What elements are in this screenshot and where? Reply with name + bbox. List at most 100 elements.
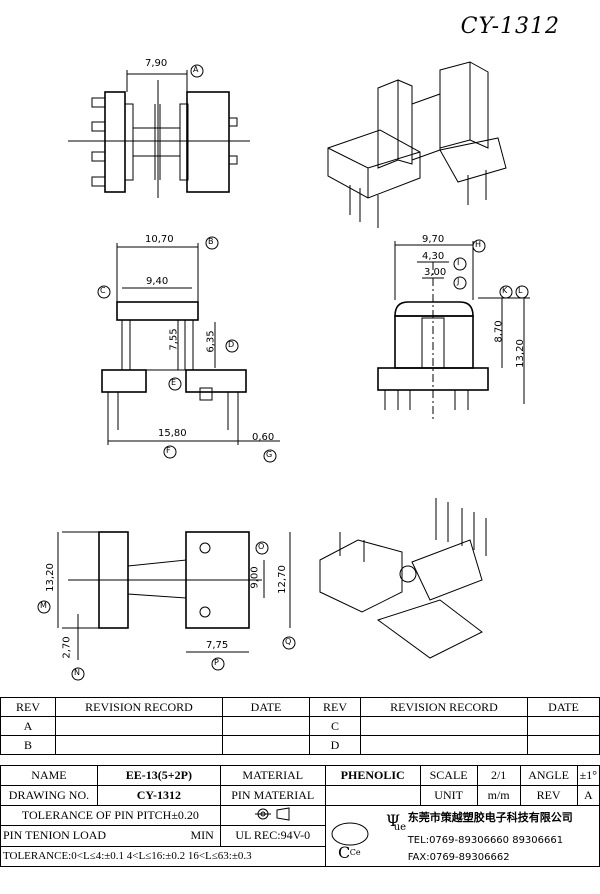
- svg-text:C: C: [338, 843, 350, 862]
- drawing-no-label: DRAWING NO.: [0, 785, 98, 806]
- dim-7-55: 7,55: [168, 328, 180, 351]
- drawing-title: CY-1312: [460, 14, 560, 39]
- title-block: NAME EE-13(5+2P) MATERIAL PHENOLIC SCALE…: [0, 765, 600, 868]
- dim-13-20-side: 13,20: [514, 339, 526, 368]
- projection-icon: [254, 807, 290, 821]
- callout-p: P: [214, 658, 219, 667]
- revision-row: B D: [0, 735, 600, 755]
- callout-o: O: [258, 542, 265, 551]
- callout-g: G: [266, 450, 273, 459]
- revision-header-row: REV REVISION RECORD DATE REV REVISION RE…: [0, 697, 600, 717]
- record-header-2: REVISION RECORD: [360, 697, 528, 717]
- record-cell: [55, 716, 223, 736]
- callout-k: K: [502, 286, 508, 295]
- dim-3-00: 3,00: [424, 267, 447, 278]
- rev-header: REV: [0, 697, 56, 717]
- drawing-canvas: [37, 61, 530, 681]
- company-logo: Ψ C ue Ce: [328, 808, 408, 864]
- drawing-no-value: CY-1312: [96, 785, 221, 806]
- angle-label: ANGLE: [519, 765, 578, 786]
- callout-i: I: [457, 258, 460, 267]
- callout-n: N: [74, 668, 80, 677]
- callout-e: E: [171, 378, 177, 387]
- record-cell: [360, 735, 528, 755]
- company-tel: TEL:0769-89306660 89306661: [407, 835, 564, 846]
- material-label: MATERIAL: [219, 765, 326, 786]
- rev-cell: D: [309, 735, 361, 755]
- dim-8-70: 8,70: [493, 320, 505, 343]
- front-view: [97, 236, 280, 463]
- dim-2-70: 2,70: [61, 636, 73, 659]
- iso-view-bottom: [319, 498, 487, 659]
- revision-table: REV REVISION RECORD DATE REV REVISION RE…: [0, 697, 600, 755]
- record-cell: [55, 735, 223, 755]
- callout-f: F: [166, 446, 171, 455]
- scale-value: 2/1: [476, 765, 521, 786]
- dim-6-35: 6,35: [205, 330, 217, 353]
- rev-cell: B: [0, 735, 56, 755]
- technical-drawing: CY-1312: [37, 14, 560, 681]
- side-view: [377, 239, 530, 420]
- unit-label: UNIT: [419, 785, 478, 806]
- rev-cell: A: [0, 716, 56, 736]
- projection-symbol: [219, 804, 326, 827]
- callout-h: H: [475, 240, 482, 249]
- date-cell: [222, 716, 310, 736]
- callout-q: Q: [285, 637, 292, 646]
- dim-9-00: 9,00: [249, 566, 261, 589]
- callout-c: C: [100, 286, 106, 295]
- rev-label: REV: [519, 785, 578, 806]
- general-tolerance: TOLERANCE:0<L≤4:±0.1 4<L≤16:±0.2 16<L≤63…: [0, 845, 326, 868]
- dim-12-70: 12,70: [276, 565, 288, 594]
- date-cell: [222, 735, 310, 755]
- record-cell: [360, 716, 528, 736]
- svg-text:Ψ: Ψ: [386, 811, 400, 830]
- top-view: [68, 64, 250, 198]
- pin-tenion-cell: PIN TENION LOAD MIN: [0, 825, 221, 847]
- record-header: REVISION RECORD: [55, 697, 223, 717]
- rev-header-2: REV: [309, 697, 361, 717]
- callout-d: D: [228, 340, 235, 349]
- iso-view-top: [327, 61, 507, 228]
- dim-4-30: 4,30: [422, 251, 445, 262]
- callout-j: J: [457, 277, 460, 286]
- company-name: 东莞市策越塑胶电子科技有限公司: [407, 811, 573, 824]
- dim-9-70: 9,70: [422, 234, 445, 245]
- company-block: Ψ C ue Ce 东莞市策越塑胶电子科技有限公司 TEL:0769-89306…: [324, 805, 600, 867]
- bottom-view: [37, 531, 296, 681]
- dim-10-70: 10,70: [145, 234, 174, 245]
- unit-value: m/m: [476, 785, 521, 806]
- material-value: PHENOLIC: [324, 765, 421, 786]
- logo-sub: Ce: [349, 848, 361, 857]
- callout-b: B: [208, 237, 214, 246]
- pin-tenion-label: PIN TENION LOAD: [3, 828, 107, 843]
- pin-tenion-min: MIN: [190, 828, 214, 843]
- pin-pitch-tolerance: TOLERANCE OF PIN PITCH±0.20: [0, 804, 221, 827]
- callout-m: M: [40, 601, 47, 610]
- date-cell: [527, 735, 600, 755]
- pin-material-value: [324, 785, 421, 806]
- logo-icon: Ψ C: [331, 811, 400, 862]
- rev-cell: C: [309, 716, 361, 736]
- dim-7-75: 7,75: [206, 640, 229, 651]
- scale-label: SCALE: [419, 765, 478, 786]
- company-fax: FAX:0769-89306662: [407, 852, 510, 863]
- date-cell: [527, 716, 600, 736]
- revision-row: A C: [0, 716, 600, 736]
- ul-rec: UL REC:94V-0: [219, 825, 326, 847]
- dim-9-40: 9,40: [146, 276, 169, 287]
- date-header-2: DATE: [527, 697, 600, 717]
- callout-l: L: [518, 286, 523, 295]
- dim-7-90: 7,90: [145, 58, 168, 69]
- dim-0-60: 0,60: [252, 432, 275, 443]
- date-header: DATE: [222, 697, 310, 717]
- angle-value: ±1°: [576, 765, 600, 786]
- rev-value: A: [576, 785, 600, 806]
- dim-15-80: 15,80: [158, 428, 187, 439]
- logo-text: ue: [393, 822, 407, 833]
- callout-a: A: [193, 65, 199, 74]
- name-label: NAME: [0, 765, 98, 786]
- dim-13-20-bottom: 13,20: [44, 563, 56, 592]
- name-value: EE-13(5+2P): [96, 765, 221, 786]
- pin-material-label: PIN MATERIAL: [219, 785, 326, 806]
